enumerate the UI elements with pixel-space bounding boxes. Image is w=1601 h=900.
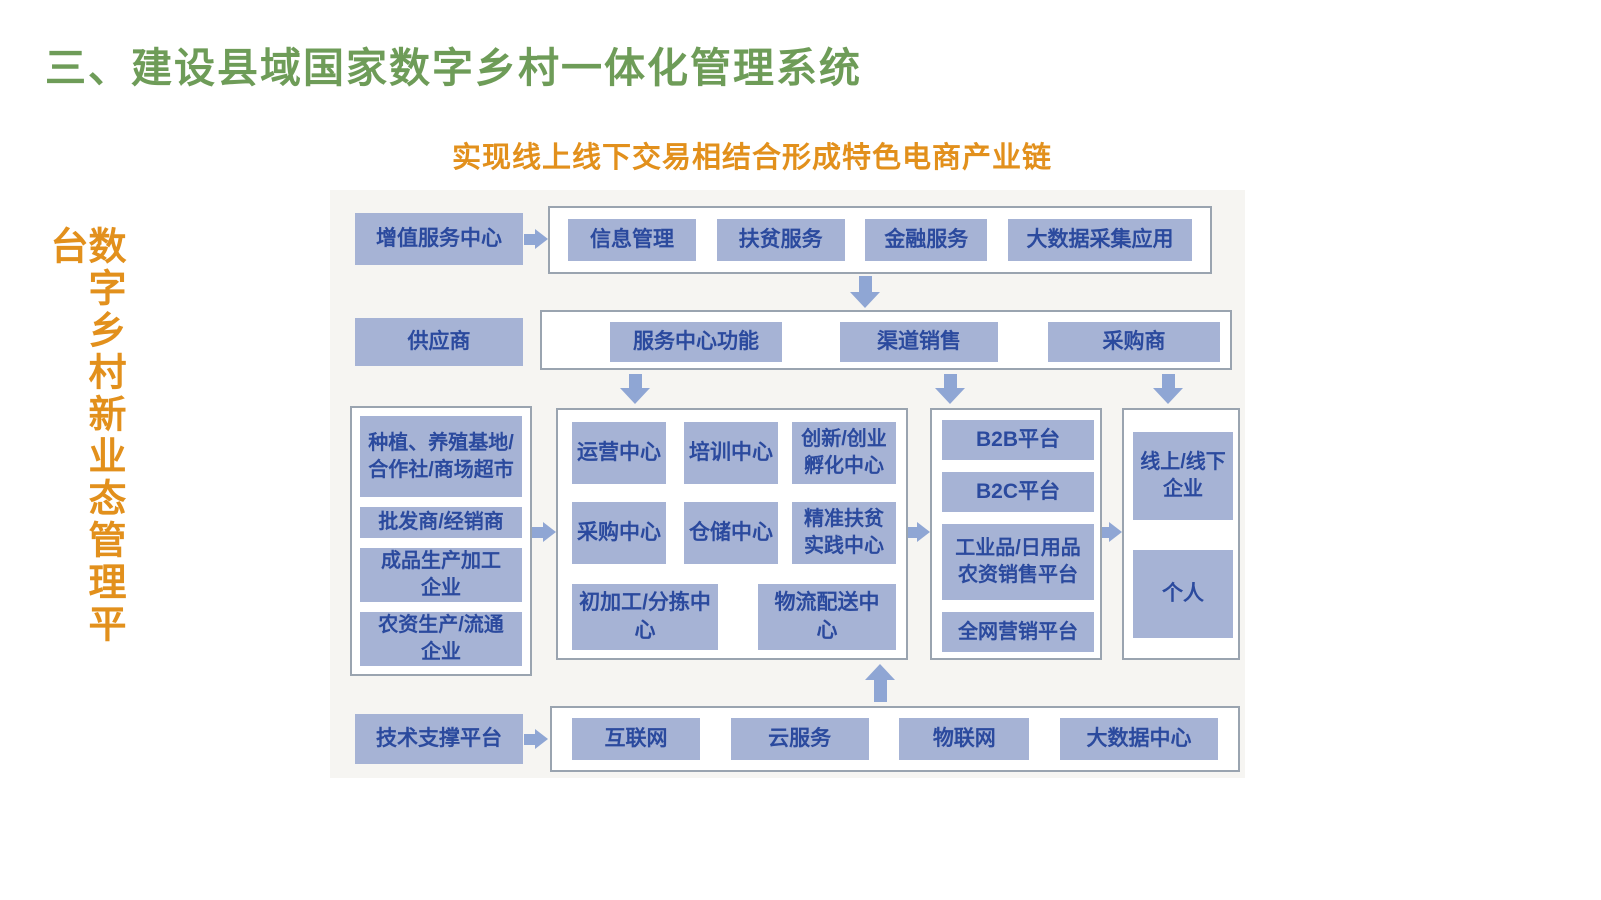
arrow-right-icon — [524, 229, 548, 249]
node-b2b-platform: B2B平台 — [942, 420, 1094, 460]
node-individual: 个人 — [1133, 550, 1233, 638]
arrow-down-icon — [1153, 374, 1183, 404]
node-poverty-alleviation-practice-center: 精准扶贫实践中心 — [792, 502, 896, 564]
node-logistics-distribution-center: 物流配送中心 — [758, 584, 896, 650]
arrow-right-icon — [532, 522, 556, 542]
node-online-offline-enterprise: 线上/线下企业 — [1133, 432, 1233, 520]
node-wholesaler-distributor: 批发商/经销商 — [360, 507, 522, 538]
node-whole-network-marketing-platform: 全网营销平台 — [942, 612, 1094, 652]
node-financial-service: 金融服务 — [865, 219, 988, 261]
arrow-right-icon — [908, 522, 930, 542]
node-primary-processing-sorting-center: 初加工/分拣中心 — [572, 584, 718, 650]
side-label: 数字乡村新业态管理平台 — [44, 226, 124, 646]
arrow-right-icon — [1102, 522, 1122, 542]
arrow-down-icon — [935, 374, 965, 404]
tech-support-group: 互联网 云服务 物联网 大数据中心 — [550, 706, 1240, 772]
producers-group: 种植、养殖基地/合作社/商场超市 批发商/经销商 成品生产加工企业 农资生产/流… — [350, 406, 532, 676]
node-agri-material-production: 农资生产/流通企业 — [360, 612, 522, 666]
value-added-services-group: 信息管理 扶贫服务 金融服务 大数据采集应用 — [548, 206, 1212, 274]
node-innovation-incubation-center: 创新/创业孵化中心 — [792, 422, 896, 484]
node-purchaser: 采购商 — [1048, 322, 1220, 362]
flow-diagram: 增值服务中心 信息管理 扶贫服务 金融服务 大数据采集应用 供应商 服务中心功能… — [330, 190, 1245, 778]
arrow-down-icon — [850, 276, 880, 308]
node-service-center-function: 服务中心功能 — [610, 322, 782, 362]
node-cloud-service: 云服务 — [730, 718, 869, 760]
node-value-added-service-center: 增值服务中心 — [355, 213, 523, 265]
node-planting-breeding-base: 种植、养殖基地/合作社/商场超市 — [360, 416, 522, 498]
node-internet: 互联网 — [572, 718, 700, 760]
node-procurement-center: 采购中心 — [572, 502, 666, 564]
node-finished-product-processing: 成品生产加工企业 — [360, 548, 522, 602]
node-big-data-center: 大数据中心 — [1059, 718, 1218, 760]
service-center-group: 服务中心功能 渠道销售 采购商 — [540, 310, 1232, 370]
arrow-right-icon — [524, 729, 548, 749]
node-iot: 物联网 — [899, 718, 1030, 760]
arrow-down-icon — [620, 374, 650, 404]
node-channel-sales: 渠道销售 — [840, 322, 998, 362]
node-b2c-platform: B2C平台 — [942, 472, 1094, 512]
node-poverty-alleviation-service: 扶贫服务 — [716, 219, 845, 261]
node-warehouse-center: 仓储中心 — [684, 502, 778, 564]
node-supplier: 供应商 — [355, 318, 523, 366]
page-title: 三、建设县域国家数字乡村一体化管理系统 — [45, 45, 862, 91]
node-info-management: 信息管理 — [568, 219, 696, 261]
node-industrial-goods-agri-sales-platform: 工业品/日用品农资销售平台 — [942, 524, 1094, 600]
node-big-data-collection: 大数据采集应用 — [1007, 219, 1192, 261]
node-training-center: 培训中心 — [684, 422, 778, 484]
subtitle: 实现线上线下交易相结合形成特色电商产业链 — [452, 142, 1053, 174]
node-operation-center: 运营中心 — [572, 422, 666, 484]
node-tech-support-platform: 技术支撑平台 — [355, 714, 523, 764]
buyers-group: 线上/线下企业 个人 — [1122, 408, 1240, 660]
arrow-up-icon — [865, 664, 895, 702]
platforms-group: B2B平台 B2C平台 工业品/日用品农资销售平台 全网营销平台 — [930, 408, 1102, 660]
centers-group: 运营中心 培训中心 创新/创业孵化中心 采购中心 仓储中心 精准扶贫实践中心 初… — [556, 408, 908, 660]
